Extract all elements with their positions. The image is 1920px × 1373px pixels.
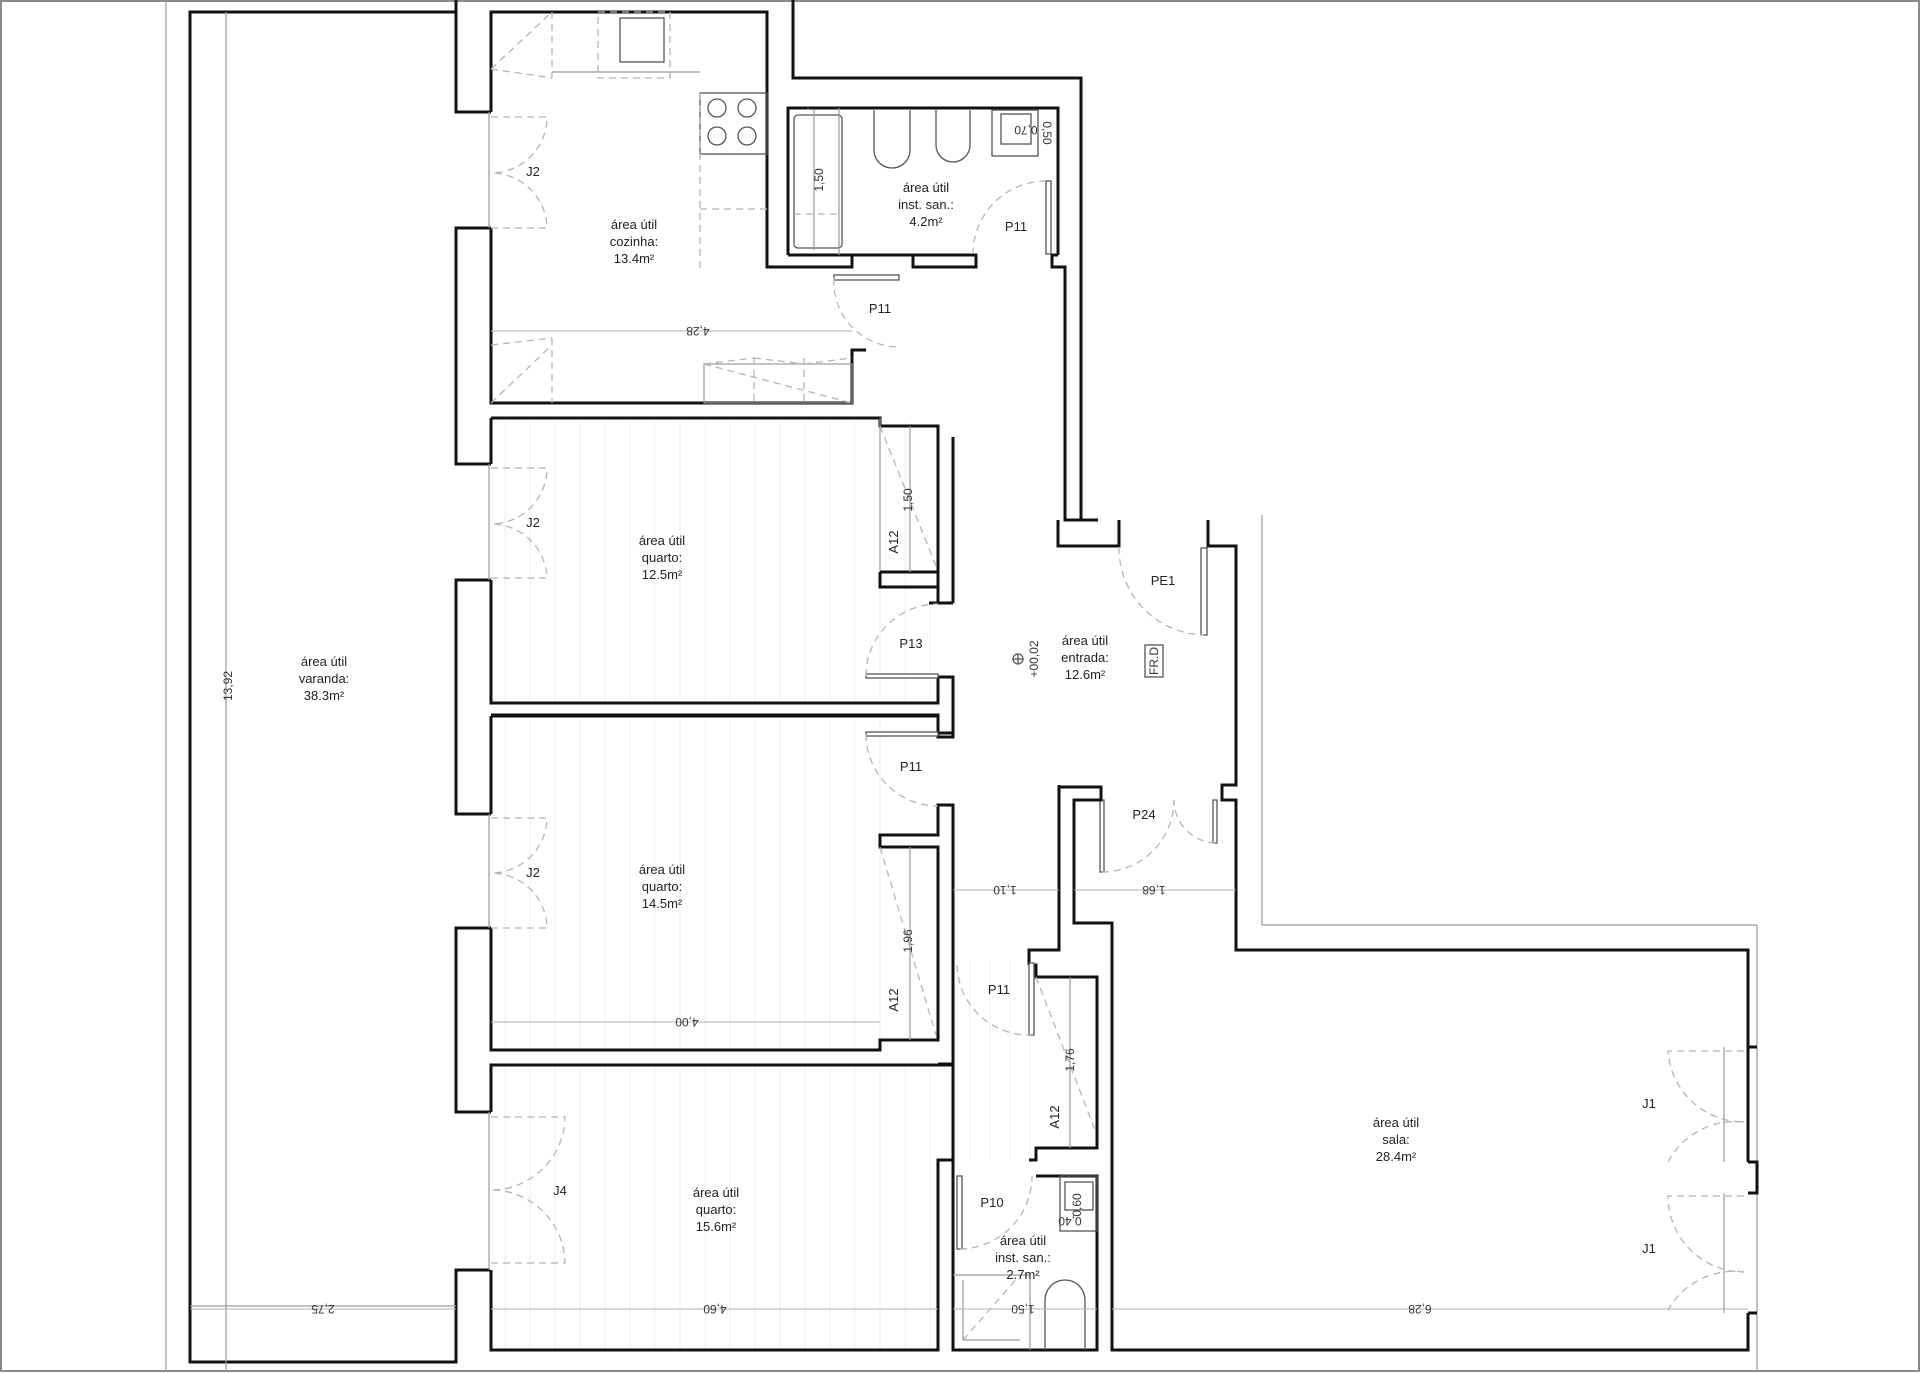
- room-label-inst-san-1: área útil inst. san.: 4.2m²: [898, 180, 954, 229]
- svg-text:quarto:: quarto:: [642, 550, 682, 565]
- svg-text:cozinha:: cozinha:: [610, 234, 658, 249]
- floor-hatching: [504, 422, 1031, 1350]
- fire-detector-tag: FR.D: [1147, 647, 1161, 675]
- dim-wardrobe-q1: 1,50: [901, 488, 915, 512]
- room-label-inst-san-2: área útil inst. san.: 2.7m²: [995, 1233, 1051, 1282]
- dim-sala-width: 6,28: [1408, 1302, 1432, 1316]
- svg-text:inst. san.:: inst. san.:: [995, 1250, 1051, 1265]
- dim-bath2-sink-d: 0,60: [1070, 1193, 1084, 1217]
- wardrobe-code-a12-q1: A12: [886, 530, 901, 553]
- room-label-varanda: área útil varanda: 38.3m²: [299, 654, 350, 703]
- door-code-p11-kitchen: P11: [869, 301, 891, 316]
- dimension-texts: 13,92 2,75 4,28 1,50 0,70 0,50 1,50 1,96…: [221, 121, 1432, 1316]
- room-label-quarto-1: área útil quarto: 12.5m²: [639, 533, 685, 582]
- svg-text:28.4m²: 28.4m²: [1376, 1149, 1417, 1164]
- dim-varanda-width: 2,75: [311, 1302, 335, 1316]
- wardrobe-code-a12-hall: A12: [1047, 1105, 1062, 1128]
- svg-text:área útil: área útil: [639, 533, 685, 548]
- dim-bath1-sink-w: 0,70: [1014, 123, 1038, 137]
- svg-text:área útil: área útil: [301, 654, 347, 669]
- dim-wardrobe-hall: 1,76: [1063, 1048, 1077, 1072]
- room-cozinha: [489, 10, 978, 405]
- room-inst-san-1: [786, 0, 1098, 522]
- door-code-p13: P13: [899, 636, 922, 651]
- door-code-p10: P10: [980, 1195, 1003, 1210]
- svg-text:área útil: área útil: [1062, 633, 1108, 648]
- door-code-p11-bath1: P11: [1005, 219, 1027, 234]
- svg-text:12.5m²: 12.5m²: [642, 567, 683, 582]
- door-code-pe1: PE1: [1151, 573, 1176, 588]
- svg-text:13.4m²: 13.4m²: [614, 251, 655, 266]
- window-code-j1-top: J1: [1642, 1096, 1656, 1111]
- room-label-entrada: área útil entrada: 12.6m²: [1061, 633, 1109, 682]
- room-sala: [1112, 948, 1759, 1315]
- dim-wardrobe-q2: 1,96: [901, 929, 915, 953]
- opening-codes: J2 J2 J2 J4 J1 J1 P11 P11 P13 P11 PE1 P2…: [526, 164, 1656, 1256]
- window-code-j2-kitchen: J2: [526, 164, 540, 179]
- dim-sala-passage: 1,68: [1142, 883, 1166, 897]
- dim-bath1-sink-d: 0,50: [1040, 121, 1054, 145]
- window-code-j4: J4: [553, 1183, 567, 1198]
- window-code-j1-bottom: J1: [1642, 1241, 1656, 1256]
- svg-text:área útil: área útil: [611, 217, 657, 232]
- svg-text:15.6m²: 15.6m²: [696, 1219, 737, 1234]
- room-label-cozinha: área útil cozinha: 13.4m²: [610, 217, 658, 266]
- svg-text:sala:: sala:: [1382, 1132, 1409, 1147]
- svg-text:38.3m²: 38.3m²: [304, 688, 345, 703]
- svg-text:4.2m²: 4.2m²: [909, 214, 943, 229]
- room-label-quarto-2: área útil quarto: 14.5m²: [639, 862, 685, 911]
- dim-kitchen-width: 4,28: [686, 324, 710, 338]
- svg-text:inst. san.:: inst. san.:: [898, 197, 954, 212]
- dim-quarto3-width: 4,60: [703, 1302, 727, 1316]
- svg-text:12.6m²: 12.6m²: [1065, 667, 1106, 682]
- exterior-piers: [454, 0, 491, 1270]
- svg-text:2.7m²: 2.7m²: [1006, 1267, 1040, 1282]
- level-marker: +00,02: [1027, 640, 1041, 677]
- door-code-p11-quarto2: P11: [900, 759, 922, 774]
- room-inst-san-2: [938, 962, 1099, 1352]
- room-label-quarto-3: área útil quarto: 15.6m²: [693, 1185, 739, 1234]
- svg-text:área útil: área útil: [639, 862, 685, 877]
- dim-bath2-shower: 1,50: [1011, 1302, 1035, 1316]
- dim-hall-width: 1,10: [993, 883, 1017, 897]
- svg-text:quarto:: quarto:: [642, 879, 682, 894]
- svg-text:área útil: área útil: [1373, 1115, 1419, 1130]
- dim-bath2-sink-w: 0,40: [1058, 1214, 1082, 1228]
- dim-varanda-height: 13,92: [221, 671, 235, 701]
- window-code-j2-quarto2: J2: [526, 865, 540, 880]
- dim-quarto2-width: 4,00: [675, 1015, 699, 1029]
- svg-text:área útil: área útil: [903, 180, 949, 195]
- door-code-p24: P24: [1132, 807, 1155, 822]
- room-quarto-1: [489, 416, 955, 739]
- dim-bathtub: 1,50: [812, 168, 826, 192]
- wardrobe-code-a12-q2: A12: [886, 988, 901, 1011]
- dimension-lines: [190, 330, 852, 1310]
- door-code-p11-hall: P11: [988, 982, 1010, 997]
- svg-text:área útil: área útil: [1000, 1233, 1046, 1248]
- svg-text:14.5m²: 14.5m²: [642, 896, 683, 911]
- svg-text:entrada:: entrada:: [1061, 650, 1109, 665]
- room-label-sala: área útil sala: 28.4m²: [1373, 1115, 1419, 1164]
- svg-text:quarto:: quarto:: [696, 1202, 736, 1217]
- window-code-j2-quarto1: J2: [526, 515, 540, 530]
- room-quarto-3: [489, 965, 955, 1352]
- svg-text:varanda:: varanda:: [299, 671, 350, 686]
- room-quarto-2: [489, 714, 955, 1066]
- svg-text:área útil: área útil: [693, 1185, 739, 1200]
